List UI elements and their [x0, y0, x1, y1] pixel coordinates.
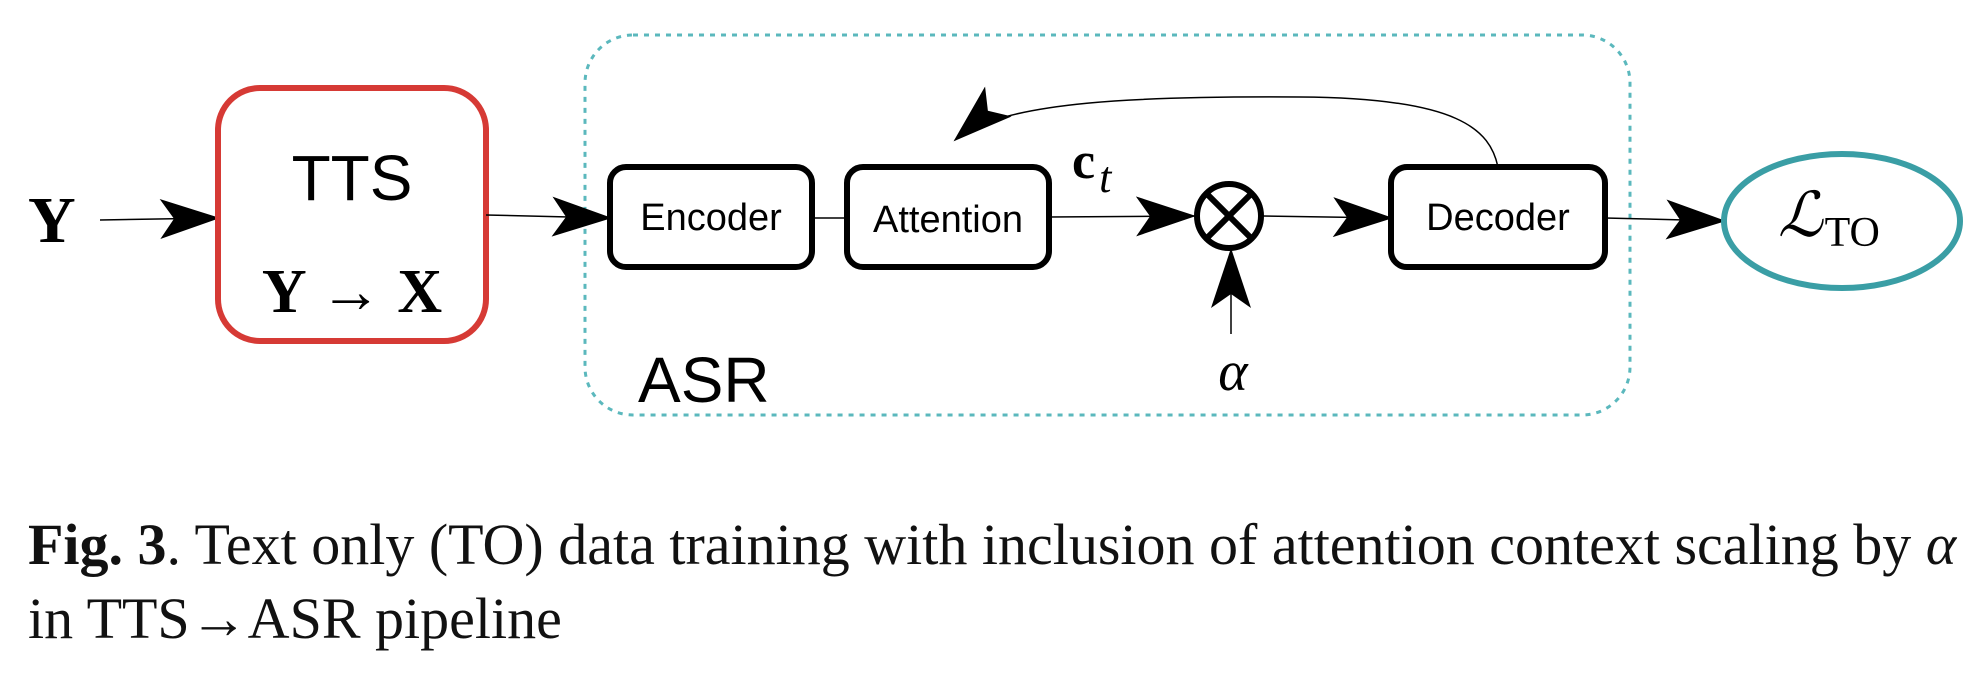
context-label: ct — [1072, 133, 1113, 202]
tts-title: TTS — [292, 142, 413, 214]
decoder-to-loss-arrow — [1604, 199, 1726, 240]
caption-fig-label: Fig. 3 — [28, 512, 167, 577]
loss-label: ℒTO — [1778, 182, 1880, 256]
figure-caption: Fig. 3. Text only (TO) data training wit… — [28, 508, 1958, 656]
decoder-label: Decoder — [1426, 197, 1570, 239]
tts-asr-diagram: ASR Y TTS Y → X Encoder Attention ct α D… — [28, 33, 1963, 417]
caption-text-b: in TTS→ASR pipeline — [28, 586, 562, 651]
caption-text-a: . Text only (TO) data training with incl… — [166, 512, 1926, 577]
asr-label: ASR — [638, 344, 770, 416]
asr-region — [583, 33, 1632, 417]
input-arrow — [99, 198, 220, 239]
decoder-feedback-arrow — [953, 86, 1499, 168]
caption-alpha: α — [1925, 512, 1957, 577]
input-y-label: Y — [28, 184, 76, 257]
multiply-to-decoder-arrow — [1262, 197, 1393, 238]
encoder-label: Encoder — [640, 197, 782, 239]
multiply-node — [1194, 181, 1264, 251]
alpha-label: α — [1218, 341, 1249, 403]
tts-box — [215, 85, 489, 344]
encoder-box — [607, 164, 815, 270]
loss-node — [1721, 151, 1963, 291]
tts-to-encoder-arrow — [485, 196, 612, 237]
tts-mapping: Y → X — [262, 258, 442, 326]
attention-label: Attention — [873, 199, 1023, 241]
attention-to-multiply-arrow — [1048, 196, 1196, 237]
